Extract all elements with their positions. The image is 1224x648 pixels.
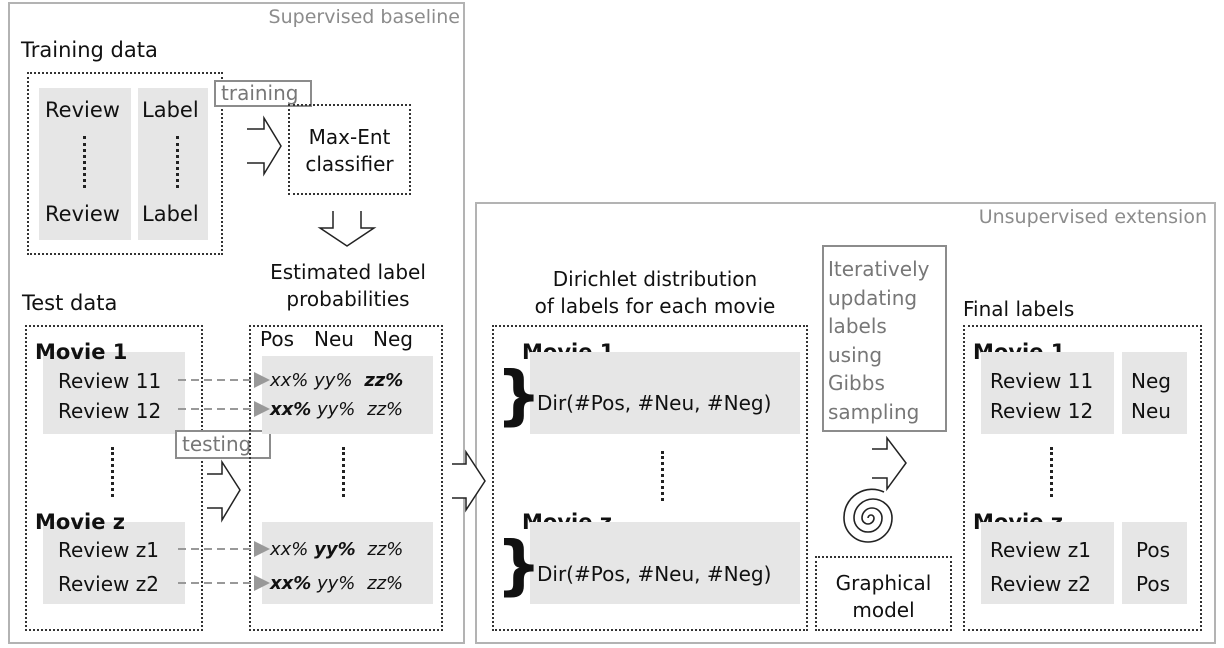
graphical-model-box: [815, 556, 952, 631]
gibbs-line-3: labels: [828, 314, 887, 338]
supervised-panel: [8, 2, 465, 644]
supervised-title: Supervised baseline: [268, 6, 460, 28]
moviez-probs-bg: [262, 522, 433, 604]
graphical-model-line-2: model: [852, 598, 915, 622]
movie1-probs-bg: [262, 356, 433, 434]
testing-tag: testing: [175, 430, 271, 459]
training-data-box: [27, 72, 223, 255]
label-dots: [176, 136, 179, 188]
final-movie1-reviews-bg: [981, 352, 1114, 434]
test-data-box: [25, 325, 203, 631]
final-review-11: Review 11: [990, 369, 1094, 393]
prob-row-1-xx: xx%: [270, 370, 309, 391]
label-column: [138, 88, 208, 240]
prob-row-3-xx: xx%: [270, 539, 309, 560]
movie1-reviews-bg: [43, 352, 185, 434]
final-moviez-labels-bg: [1122, 522, 1187, 604]
prob-row-1-yy: yy%: [314, 370, 353, 391]
header-neg: Neg: [373, 327, 413, 351]
dir-moviez-bg: [530, 522, 800, 604]
review-last: Review: [45, 202, 120, 226]
test-data-heading: Test data: [22, 291, 118, 315]
header-pos: Pos: [260, 327, 295, 351]
label-header: Label: [142, 98, 199, 122]
movie1-brace: }: [496, 359, 542, 433]
training-data-heading: Training data: [21, 38, 158, 62]
dir-movie1-bg: [530, 352, 800, 434]
gibbs-box: Iteratively updating labels using Gibbs …: [822, 245, 947, 432]
gibbs-line-5: Gibbs: [828, 371, 885, 395]
review-dots: [83, 136, 86, 188]
prob-row-1-zz: zz%: [364, 370, 404, 391]
movie1-label: Movie 1: [35, 340, 128, 364]
moviez-brace: }: [496, 529, 542, 603]
prob-row-4: xx% yy% zz%: [270, 573, 403, 594]
gibbs-line-1: Iteratively: [828, 257, 930, 281]
prob-row-2: xx% yy% zz%: [270, 399, 403, 420]
final-label-pos-2: Pos: [1136, 572, 1171, 596]
final-label-neg: Neg: [1131, 369, 1171, 393]
dirichlet-title-2: of labels for each movie: [534, 294, 776, 318]
label-last: Label: [142, 202, 199, 226]
review-11: Review 11: [58, 369, 162, 393]
prob-row-4-zz: zz%: [367, 573, 404, 594]
final-review-z1: Review z1: [990, 538, 1091, 562]
final-labels-box: [963, 325, 1202, 631]
classifier-line-2: classifier: [305, 152, 394, 176]
gibbs-line-6: sampling: [828, 399, 920, 424]
dirichlet-title-1: Dirichlet distribution: [552, 267, 758, 291]
dir-formula-2: Dir(#Pos, #Neu, #Neg): [537, 562, 772, 586]
review-z2: Review z2: [58, 572, 159, 596]
header-neu: Neu: [314, 327, 354, 351]
review-header: Review: [45, 98, 120, 122]
estimated-line-2: probabilities: [286, 287, 410, 311]
dirichlet-box: [492, 325, 808, 631]
prob-row-4-xx: xx%: [270, 573, 312, 594]
dir-formula-1: Dir(#Pos, #Neu, #Neg): [537, 391, 772, 415]
test-dots: [111, 447, 114, 497]
final-review-12: Review 12: [990, 399, 1094, 423]
gibbs-line-4: using: [828, 342, 883, 367]
probabilities-box: [249, 325, 443, 631]
prob-row-2-xx: xx%: [270, 399, 312, 420]
prob-row-2-zz: zz%: [367, 399, 404, 420]
moviez-label: Movie z: [35, 510, 125, 534]
prob-row-3-yy: yy%: [314, 539, 356, 560]
unsupervised-panel: [475, 202, 1216, 644]
classifier-box: [288, 104, 411, 195]
review-z1: Review z1: [58, 538, 159, 562]
final-review-z2: Review z2: [990, 572, 1091, 596]
final-dots: [1050, 447, 1053, 497]
estimated-line-1: Estimated label: [270, 260, 426, 284]
testing-tag-text: testing: [182, 432, 252, 456]
final-labels-heading: Final labels: [963, 297, 1075, 321]
classifier-line-1: Max-Ent: [308, 125, 391, 149]
graphical-model-line-1: Graphical: [835, 571, 932, 595]
review-12: Review 12: [58, 399, 162, 423]
dir-dots: [661, 451, 664, 501]
unsupervised-title: Unsupervised extension: [978, 206, 1207, 228]
prob-row-3-zz: zz%: [367, 539, 404, 560]
final-movie1-labels-bg: [1122, 352, 1187, 434]
prob-row-2-yy: yy%: [317, 399, 356, 420]
prob-row-4-yy: yy%: [317, 573, 356, 594]
final-label-neu: Neu: [1131, 399, 1171, 423]
training-tag-text: training: [221, 81, 299, 105]
prob-row-1: xx% yy% zz%: [270, 370, 403, 391]
moviez-reviews-bg: [43, 522, 185, 604]
final-label-pos-1: Pos: [1136, 538, 1171, 562]
training-tag: training: [214, 80, 312, 107]
final-moviez-reviews-bg: [981, 522, 1114, 604]
prob-row-3: xx% yy% zz%: [270, 539, 403, 560]
gibbs-line-2: updating: [828, 285, 918, 310]
probs-dots: [342, 447, 345, 497]
